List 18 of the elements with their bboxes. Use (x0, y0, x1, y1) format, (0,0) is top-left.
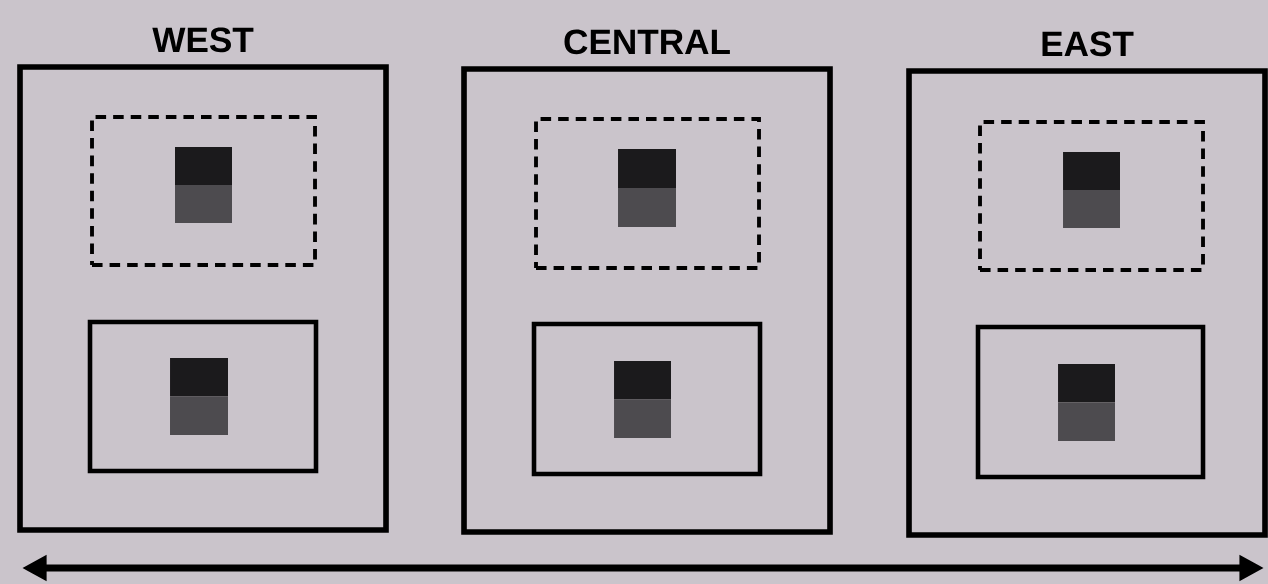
block-icon (614, 361, 671, 438)
region-box (17, 27, 389, 533)
dashed-box (534, 117, 761, 270)
inner-box (531, 321, 763, 477)
block-icon (1058, 364, 1115, 441)
block-icon (170, 358, 228, 435)
block-icon (618, 149, 676, 227)
inner-box (87, 319, 319, 474)
region-heading: EAST (1042, 31, 1134, 57)
region-heading: WEST (152, 27, 254, 53)
block-icon (175, 147, 232, 223)
dashed-box (90, 115, 317, 267)
region-heading: CENTRAL (564, 29, 730, 55)
region-box (906, 31, 1268, 538)
dashed-box (978, 120, 1205, 272)
block-icon (1063, 152, 1120, 228)
inner-box (975, 324, 1206, 480)
region-box (461, 29, 833, 535)
